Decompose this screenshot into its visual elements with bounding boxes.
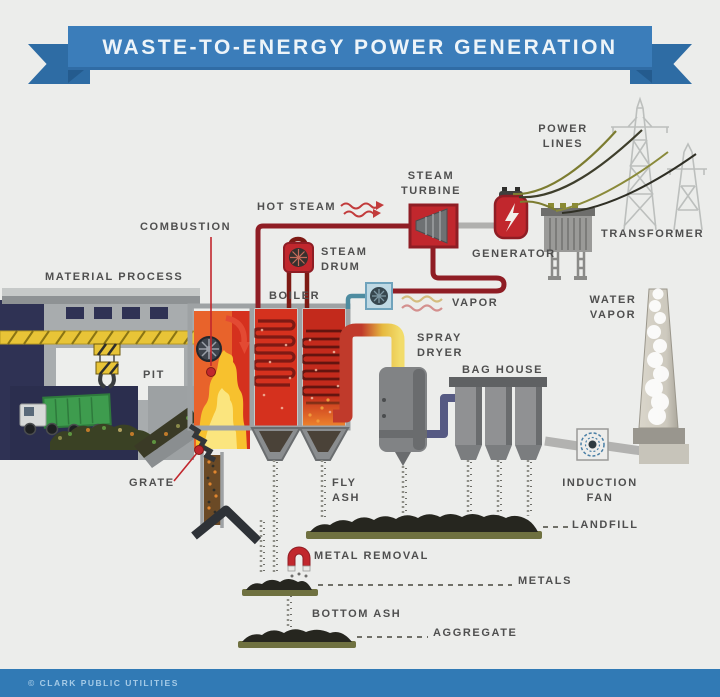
label-steam-drum: STEAM DRUM <box>321 246 368 273</box>
page-title: WASTE-TO-ENERGY POWER GENERATION <box>102 36 618 59</box>
vapor-waves-icon <box>401 295 443 312</box>
label-combustion: COMBUSTION <box>140 221 232 233</box>
label-vapor: VAPOR <box>452 297 499 309</box>
induction-fan-icon <box>576 428 609 461</box>
lightning-bolt-icon <box>505 203 519 232</box>
bag-house-unit <box>449 377 547 460</box>
transmission-towers <box>611 96 707 231</box>
label-transformer: TRANSFORMER <box>601 228 705 240</box>
spray-dryer-vessel <box>379 367 427 466</box>
label-water-vapor: WATER VAPOR <box>589 294 637 321</box>
label-material-process: MATERIAL PROCESS <box>45 271 184 283</box>
furnace-fan-icon <box>196 336 222 362</box>
label-pit: PIT <box>143 369 165 381</box>
boiler-specks <box>260 328 340 414</box>
title-banner: WASTE-TO-ENERGY POWER GENERATION <box>68 26 652 70</box>
label-boiler: BOILER <box>269 290 321 302</box>
grate-pointer <box>173 445 204 482</box>
material-process-building <box>0 288 204 468</box>
crane-hook-icon <box>93 343 121 389</box>
label-generator: GENERATOR <box>472 248 556 260</box>
chimney <box>633 288 689 464</box>
garbage-truck-icon <box>19 393 112 437</box>
turbine-exhaust-pipe <box>391 245 507 294</box>
label-bottom-ash: BOTTOM ASH <box>312 608 402 620</box>
feedwater-pipe <box>345 293 391 309</box>
magnet-icon <box>287 546 311 578</box>
boiler-hoppers <box>250 427 350 461</box>
label-hot-steam: HOT STEAM <box>257 201 337 213</box>
flue-duct <box>333 323 405 423</box>
landfill-pile <box>306 514 542 539</box>
label-grate: GRATE <box>129 477 175 489</box>
ash-conveyor <box>191 505 262 545</box>
vapor-fan-icon <box>365 282 393 310</box>
steam-turbine-icon <box>408 203 459 249</box>
label-aggregate: AGGREGATE <box>433 627 518 639</box>
label-metal-removal: METAL REMOVAL <box>314 550 429 562</box>
bottom-ash-pile <box>238 629 356 648</box>
power-lines-wires <box>512 129 697 214</box>
induction-duct <box>544 436 643 456</box>
label-spray-dryer: SPRAY DRYER <box>417 332 464 359</box>
label-landfill: LANDFILL <box>572 519 639 531</box>
label-steam-turbine: STEAM TURBINE <box>400 170 462 197</box>
building-windows <box>66 307 168 319</box>
ash-streams <box>259 460 532 627</box>
water-vapor-plume <box>645 288 669 425</box>
label-bag-house: BAG HOUSE <box>462 364 544 376</box>
leader-lines <box>318 526 568 638</box>
hot-steam-waves-icon <box>340 201 384 218</box>
ribbon-fold-right <box>636 70 652 83</box>
generator-icon <box>493 187 529 240</box>
label-fly-ash: FLY ASH <box>332 477 361 504</box>
transformer-icon <box>541 203 595 280</box>
label-power-lines: POWER LINES <box>538 123 588 150</box>
steam-drum-loop <box>283 236 314 308</box>
ribbon-fold-left <box>68 70 84 83</box>
grate-assembly <box>188 423 262 545</box>
grate-icon <box>188 423 217 463</box>
footer-bar: © CLARK PUBLIC UTILITIES <box>0 669 720 697</box>
hot-steam-pipe <box>255 223 412 308</box>
metal-removal-pile <box>242 579 318 596</box>
label-metals: METALS <box>518 575 573 587</box>
baghouse-duct <box>427 394 458 438</box>
combustion-pointer <box>206 237 216 377</box>
crane-beam <box>0 330 198 345</box>
label-induction-fan: INDUCTION FAN <box>562 477 638 504</box>
waste-pile <box>50 423 158 450</box>
credit-text: © CLARK PUBLIC UTILITIES <box>28 678 179 688</box>
